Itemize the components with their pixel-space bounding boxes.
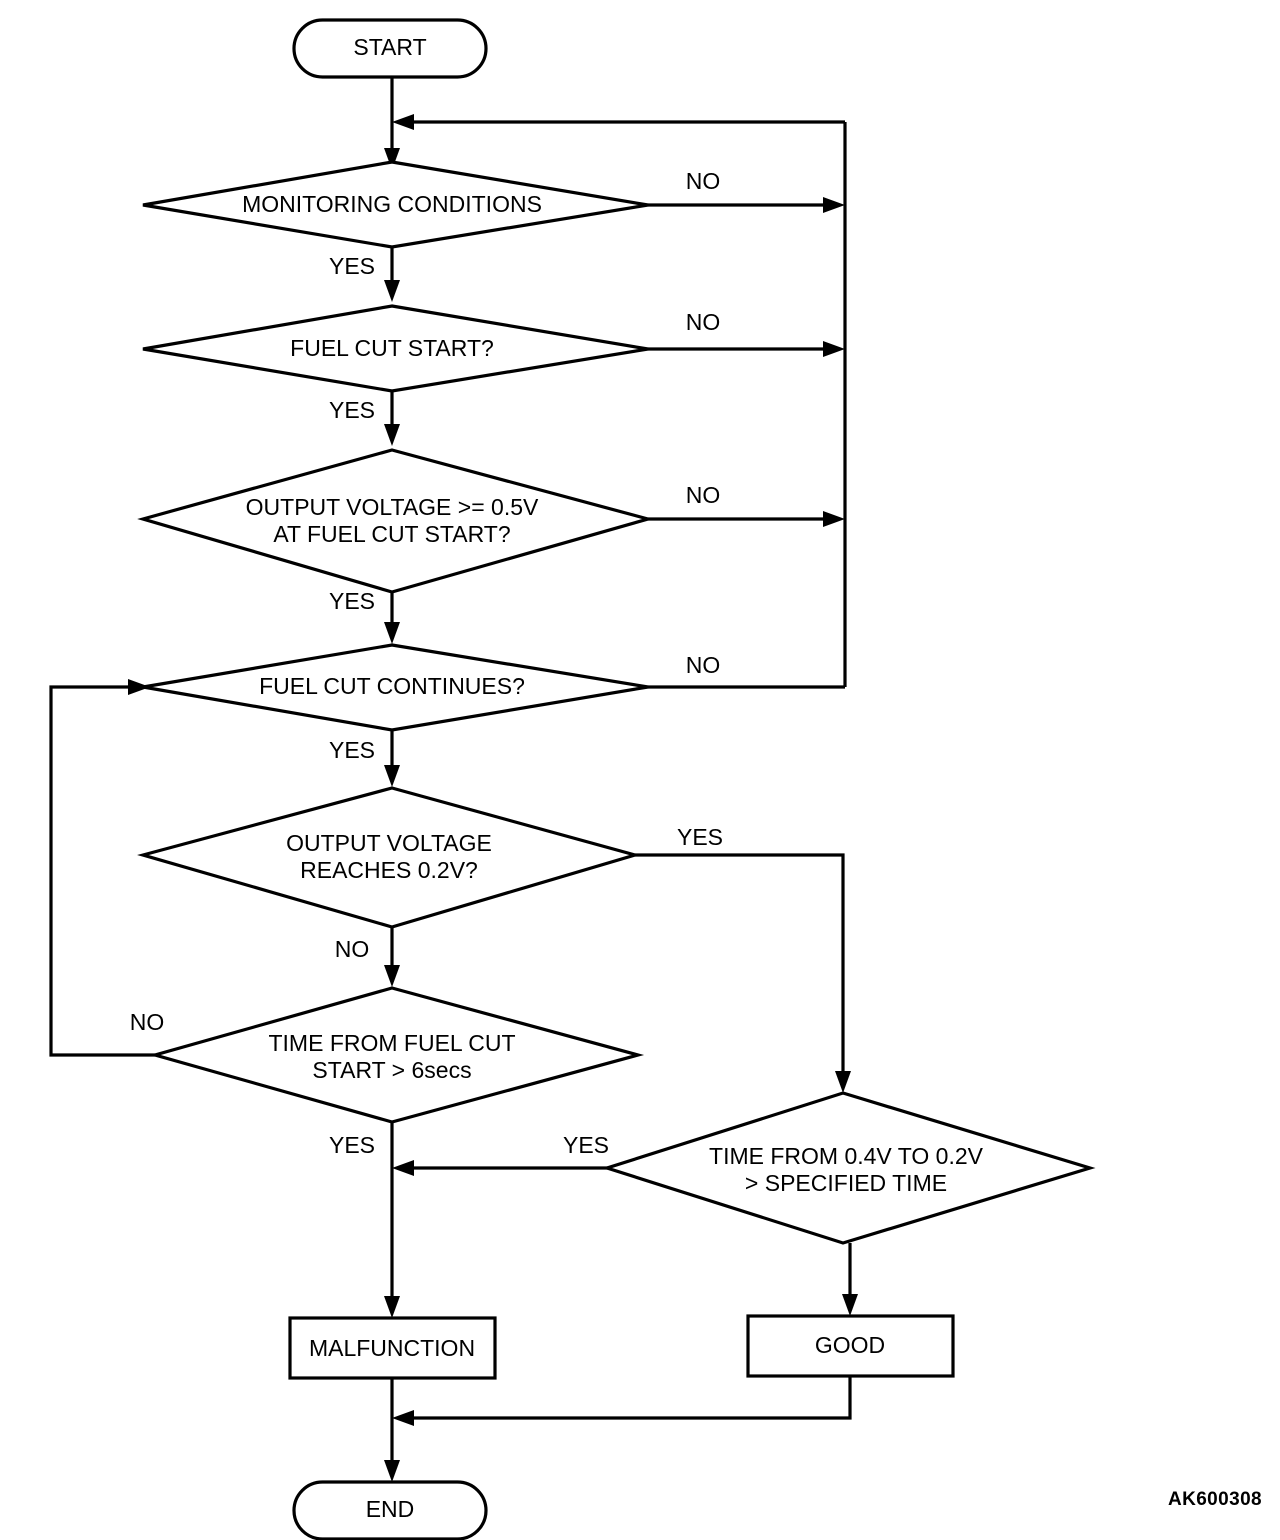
edge-time-fuel-cut-no-loop: [49, 685, 155, 1057]
node-time-04-to-02[interactable]: [601, 1091, 1096, 1245]
node-end[interactable]: [292, 1480, 488, 1540]
node-start[interactable]: [292, 18, 488, 79]
edge-label-fuel-cut-continues-yes: YES: [329, 737, 375, 763]
node-fuel-cut-start-label: FUEL CUT START?: [290, 335, 494, 361]
arrowhead-good-to-merge: [392, 1410, 414, 1426]
arrowhead-time-fuel-cut-yes: [384, 1296, 400, 1318]
edge-label-output-voltage-02-no: NO: [335, 936, 370, 962]
node-time-04-to-02-label-line2: > SPECIFIED TIME: [745, 1170, 947, 1196]
node-output-voltage-02-label-line1: OUTPUT VOLTAGE: [286, 830, 492, 856]
node-fuel-cut-start[interactable]: [142, 304, 649, 393]
node-fuel-cut-continues[interactable]: [142, 643, 649, 732]
arrowhead-fuel-cut-start-no: [823, 341, 845, 357]
arrowhead-time-04-02-yes: [392, 1160, 414, 1176]
node-time-from-fuel-cut-label-line2: START > 6secs: [312, 1057, 471, 1083]
edge-label-output-voltage-02-yes: YES: [677, 824, 723, 850]
node-start-label: START: [353, 34, 426, 60]
arrowhead-feedback-bus-top: [392, 114, 414, 130]
arrowhead-fuel-cut-continues-yes: [384, 765, 400, 787]
edge-label-time-from-fuel-cut-no: NO: [130, 1009, 165, 1035]
edge-label-fuel-cut-start-yes: YES: [329, 397, 375, 423]
node-output-voltage-05[interactable]: [137, 448, 654, 594]
node-end-label: END: [366, 1496, 415, 1522]
node-output-voltage-05-label-line2: AT FUEL CUT START?: [273, 521, 510, 547]
arrowhead-output-voltage-02-yes: [835, 1071, 851, 1093]
arrowhead-time-fuel-cut-no-loop: [128, 679, 150, 695]
edge-label-fuel-cut-start-no: NO: [686, 309, 721, 335]
arrowhead-output-voltage-05-yes: [384, 622, 400, 644]
arrowhead-malfunction-to-end: [384, 1460, 400, 1482]
node-good[interactable]: [746, 1314, 955, 1378]
arrowhead-time-04-02-to-good: [842, 1294, 858, 1316]
edge-label-time-04-02-yes: YES: [563, 1132, 609, 1158]
node-good-label: GOOD: [815, 1332, 885, 1358]
node-malfunction[interactable]: [288, 1316, 497, 1380]
node-time-from-fuel-cut[interactable]: [149, 986, 645, 1124]
edge-label-monitoring-no: NO: [686, 168, 721, 194]
edge-label-output-voltage-05-no: NO: [686, 482, 721, 508]
edge-good-to-merge: [404, 1376, 852, 1420]
edge-label-monitoring-yes: YES: [329, 253, 375, 279]
arrowhead-monitoring-yes: [384, 280, 400, 302]
arrowhead-output-voltage-02-no: [384, 965, 400, 987]
reference-code-label: AK600308: [1168, 1489, 1262, 1510]
node-output-voltage-02[interactable]: [137, 786, 641, 929]
node-monitoring-conditions[interactable]: [142, 160, 649, 249]
arrowhead-fuel-cut-start-yes: [384, 424, 400, 446]
node-output-voltage-05-label-line1: OUTPUT VOLTAGE >= 0.5V: [246, 494, 539, 520]
arrowhead-start-to-monitoring: [384, 148, 400, 170]
node-fuel-cut-continues-label: FUEL CUT CONTINUES?: [259, 673, 525, 699]
edge-label-fuel-cut-continues-no: NO: [686, 652, 721, 678]
node-malfunction-label: MALFUNCTION: [309, 1335, 475, 1361]
arrowhead-monitoring-no: [823, 197, 845, 213]
arrowhead-output-voltage-05-no: [823, 511, 845, 527]
edge-label-output-voltage-05-yes: YES: [329, 588, 375, 614]
edge-label-time-from-fuel-cut-yes: YES: [329, 1132, 375, 1158]
edge-output-voltage-02-yes: [635, 853, 845, 1081]
node-time-from-fuel-cut-label-line1: TIME FROM FUEL CUT: [268, 1030, 515, 1056]
node-time-04-to-02-label-line1: TIME FROM 0.4V TO 0.2V: [709, 1143, 984, 1169]
node-monitoring-conditions-label: MONITORING CONDITIONS: [242, 191, 542, 217]
node-output-voltage-02-label-line2: REACHES 0.2V?: [300, 857, 478, 883]
